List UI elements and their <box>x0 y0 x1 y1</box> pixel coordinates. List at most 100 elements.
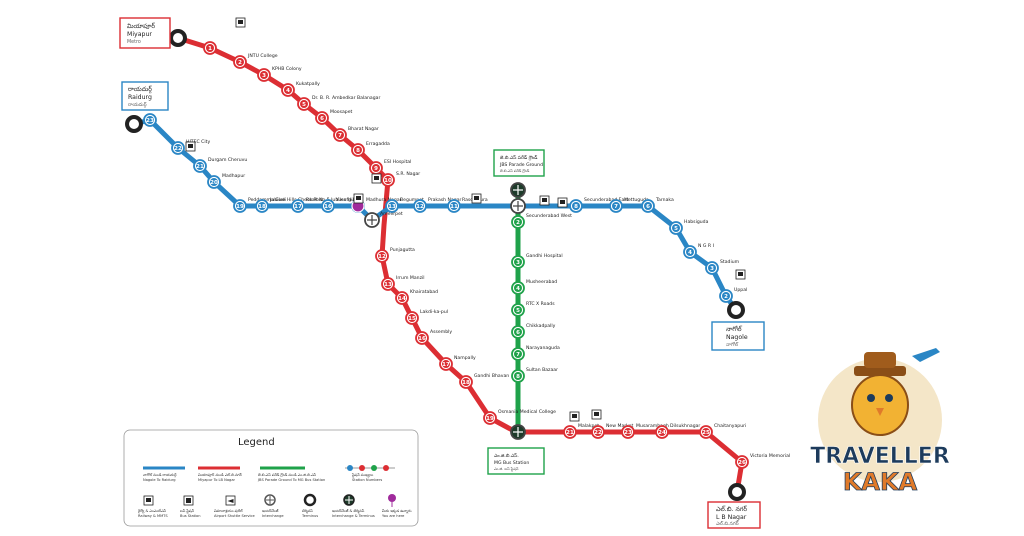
blue-station-label: Ameerpet <box>380 211 403 217</box>
legend-station-numbers-en: Station Numbers <box>352 478 382 482</box>
green-station-badge <box>514 258 522 266</box>
red-station-label: JNTU College <box>247 53 278 59</box>
blue-station-badge <box>572 202 580 210</box>
red-station-1[interactable]: 1 <box>203 41 217 55</box>
nagole-terminus-icon[interactable] <box>727 301 745 319</box>
red-station-5[interactable]: 5Dr. B. R. Ambedkar Balanagar <box>297 95 380 111</box>
red-station-label: Erragadda <box>366 141 390 147</box>
terminal-raidurg[interactable]: రాయదుర్గ్ Raidurg రాయదుర్గ్ <box>121 81 169 111</box>
green-station-number: 5 <box>516 308 520 314</box>
terminal-lbnagar[interactable]: ఎల్.బి. నగర్ L B Nagar ఎల్.బి.నగర్ <box>707 501 761 529</box>
blue-station-badge <box>416 202 424 210</box>
blue-station-label: Stadium <box>720 259 740 265</box>
red-station-label: New Market <box>606 423 633 429</box>
terminal-miyapur[interactable]: మియాపూర్ Miyapur Metro <box>119 17 171 49</box>
red-station-10[interactable]: 10S.R. Nagar <box>381 171 420 187</box>
red-station-number: 9 <box>374 166 378 172</box>
blue-station-number: 5 <box>674 226 678 232</box>
raidurg-terminus-icon[interactable] <box>125 115 143 133</box>
miyapur-terminus-icon[interactable] <box>169 29 187 47</box>
red-station-22[interactable]: 22 New Market <box>591 423 633 439</box>
red-station-number: 1 <box>208 46 212 52</box>
blue-station-4[interactable]: 4N G R I <box>683 243 714 259</box>
red-station-number: 13 <box>384 282 392 288</box>
terminal-raidurg-name: Raidurg <box>128 94 152 101</box>
red-station-label: S.R. Nagar <box>396 171 420 177</box>
facility-icon <box>371 173 382 184</box>
terminal-mgbs[interactable]: ఎం.జి.బి.ఎస్. MG Bus Station ఎం.జి. బస్ … <box>487 447 545 475</box>
terminal-nagole[interactable]: నాగోల్ Nagole నాగోల్ <box>711 321 765 351</box>
terminal-jbs[interactable]: జె.బి.ఎస్ పరేడ్ గ్రౌండ్ JBS Parade Groun… <box>493 149 545 177</box>
blue-station-label: Peddamma Gudi <box>248 197 286 203</box>
blue-station-badge <box>722 292 730 300</box>
red-station-badge <box>384 176 392 184</box>
red-station-badge <box>372 164 380 172</box>
red-station-label: KPHB Colony <box>272 66 302 72</box>
blue-station-label: Secunderabad East <box>584 197 629 203</box>
red-station-badge <box>408 314 416 322</box>
blue-station-badge <box>174 144 182 152</box>
red-station-number: 15 <box>408 316 416 322</box>
red-station-badge <box>378 252 386 260</box>
red-station-number: 22 <box>594 430 602 436</box>
facility-icon <box>235 17 246 28</box>
red-station-15[interactable]: 15 Lakdi-ka-pul <box>405 309 448 325</box>
red-station-number: 7 <box>338 133 342 139</box>
legend-icon-interchange-terminus-te: ఇంటర్‌చేంజ్ & టెర్మినస్ <box>332 508 365 514</box>
red-station-badge <box>442 360 450 368</box>
red-station-label: Lakdi-ka-pul <box>420 309 448 315</box>
green-station-number: 8 <box>516 374 520 380</box>
terminal-jbs-name: JBS Parade Ground <box>499 162 543 168</box>
blue-station-number: 13 <box>388 204 396 210</box>
lbnagar-terminus-icon[interactable] <box>728 483 746 501</box>
green-station-number: 3 <box>516 260 520 266</box>
blue-station-number: 22 <box>174 146 182 152</box>
blue-station-label: Uppal <box>734 287 747 293</box>
legend-line-green-te: జె.బి.ఎస్ పరేడ్ గ్రౌండ్ నుండి ఎం.జి.బి.ఎ… <box>258 472 317 478</box>
blue-station-23[interactable]: 23 <box>143 113 157 127</box>
green-station-badge <box>514 350 522 358</box>
terminal-raidurg-sub: రాయదుర్గ్ <box>128 101 147 108</box>
